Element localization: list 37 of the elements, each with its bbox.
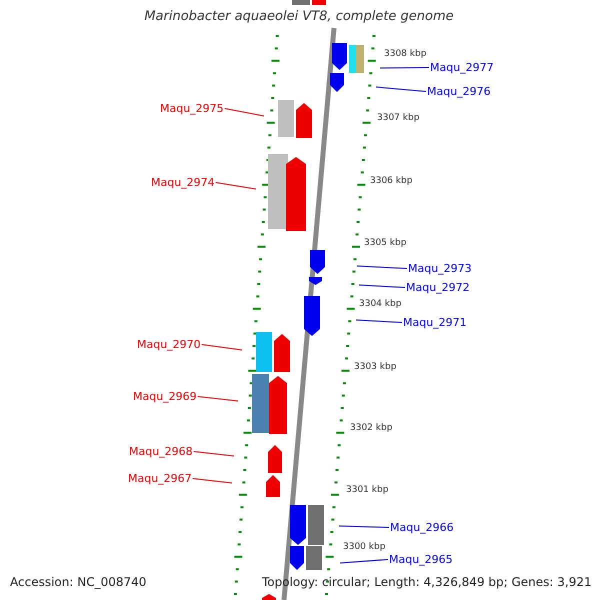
gene-label: Maqu_2968 — [129, 446, 193, 457]
leader-line — [376, 86, 426, 92]
leader-line — [215, 182, 256, 190]
leader-line — [358, 284, 406, 288]
scale-label: 3300 kbp — [343, 542, 386, 552]
gene-label: Maqu_2970 — [137, 339, 201, 350]
gene-label: Maqu_2965 — [389, 554, 453, 565]
leader-line — [340, 559, 388, 564]
scale-label: 3306 kbp — [370, 176, 412, 186]
leader-line — [197, 396, 238, 402]
gene-label: Maqu_2975 — [160, 103, 224, 114]
leader-line — [380, 67, 430, 68]
gene-label: Maqu_2973 — [408, 263, 472, 274]
scale-label: 3302 kbp — [350, 424, 392, 432]
gene-label: Maqu_2972 — [406, 282, 470, 293]
leader-line — [201, 344, 242, 350]
leader-line — [356, 320, 402, 323]
gene-label: Maqu_2976 — [427, 86, 491, 97]
accession-text: Accession: NC_008740 — [10, 576, 146, 588]
gene-label: Maqu_2966 — [390, 522, 454, 533]
scale-label: 3308 kbp — [384, 50, 426, 58]
leader-line — [192, 478, 232, 484]
scale-label: 3305 kbp — [364, 238, 406, 248]
scale-label: 3304 kbp — [359, 300, 402, 308]
genome-info-text: Topology: circular; Length: 4,326,849 bp; Genes: 3,921 — [262, 576, 592, 588]
leader-line — [193, 451, 234, 456]
leader-line — [338, 526, 390, 528]
scale-label: 3301 kbp — [346, 486, 388, 494]
gene-label: Maqu_2974 — [151, 177, 215, 188]
leader-line — [356, 266, 408, 269]
scale-label: 3303 kbp — [354, 362, 396, 372]
leader-line — [224, 108, 264, 116]
scale-label: 3307 kbp — [377, 114, 420, 122]
gene-label: Maqu_2977 — [430, 62, 494, 73]
gene-label: Maqu_2971 — [403, 317, 467, 328]
gene-label: Maqu_2969 — [133, 391, 197, 402]
gene-label: Maqu_2967 — [128, 473, 192, 484]
